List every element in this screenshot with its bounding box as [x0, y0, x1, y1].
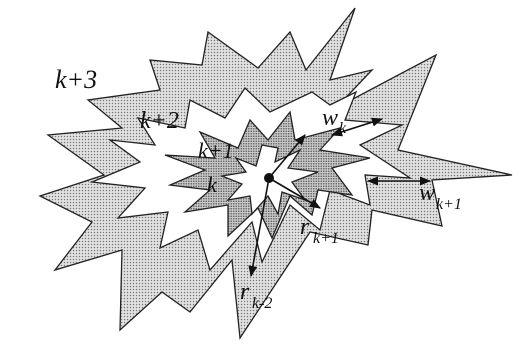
- label-k-plus-3: k+3: [55, 65, 97, 94]
- arrow-w-k: [330, 117, 384, 137]
- label-r-k-minus-2: r k-2: [240, 279, 272, 312]
- arrow-r-k-plus-1: [268, 177, 321, 209]
- label-k-plus-1: k+1: [198, 138, 234, 163]
- arrow-upper: [268, 134, 306, 179]
- arrow-r-k-minus-2: [248, 177, 270, 278]
- label-w-k-plus-1: w k+1: [419, 180, 462, 213]
- label-r-k-plus-1: r k+1: [300, 214, 339, 247]
- label-k: k: [207, 172, 218, 197]
- label-w-k: w k: [322, 105, 347, 137]
- label-k-plus-2: k+2: [140, 108, 179, 134]
